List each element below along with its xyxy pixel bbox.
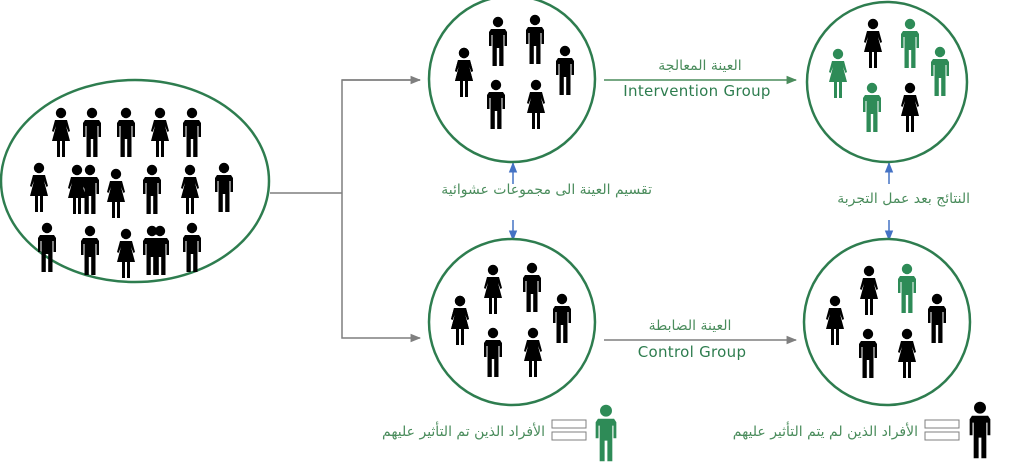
legend [551, 419, 960, 441]
connectors [270, 75, 894, 340]
people-figures [30, 14, 991, 462]
control-before-person [523, 262, 541, 312]
legend-unaffected-box-top [924, 419, 960, 429]
control-before-person [451, 295, 469, 345]
population-person [117, 228, 135, 278]
control-before-person [524, 327, 542, 377]
population-person [215, 162, 233, 212]
population-person [151, 107, 169, 157]
control-after-person [928, 293, 946, 343]
intervention-label-en: Intervention Group [623, 82, 771, 100]
random-split-label: تقسيم العينة الى مجموعات عشوائية [441, 182, 652, 198]
intervention-before-person [527, 79, 545, 129]
intervention-before-circle [427, 0, 597, 164]
population-person [107, 168, 125, 218]
legend-affected-box-bottom [551, 431, 587, 441]
control-label-en: Control Group [637, 343, 747, 361]
population-person [183, 107, 201, 157]
intervention-before-person [526, 14, 544, 64]
control-before-circle [427, 237, 597, 407]
legend-unaffected-person-icon [969, 401, 991, 459]
control-after-person [860, 265, 878, 315]
population-person [52, 107, 70, 157]
intervention-after-circle [805, 0, 969, 164]
intervention-before-person [455, 47, 473, 97]
intervention-after-person-affected [901, 18, 919, 68]
intervention-before-person [487, 79, 505, 129]
intervention-after-person-affected [829, 48, 847, 98]
intervention-after-person [901, 82, 919, 132]
split-connector [270, 79, 420, 338]
population-person [83, 107, 101, 157]
legend-affected-person-icon [595, 404, 617, 462]
intervention-after-person [864, 18, 882, 68]
intervention-before-person [556, 45, 574, 95]
legend-affected-box-top [551, 419, 587, 429]
population-person [143, 164, 161, 214]
population-person [30, 162, 48, 212]
results-label: النتائج بعد عمل التجربة [837, 191, 970, 207]
intervention-after-person-affected [863, 82, 881, 132]
population-person [81, 225, 99, 275]
population-person [183, 222, 201, 272]
control-after-circle [802, 237, 972, 407]
legend-unaffected-box-bottom [924, 431, 960, 441]
legend-affected-label: الأفراد الذين تم التأثير عليهم [382, 424, 545, 440]
population-person [81, 164, 99, 214]
control-after-person [826, 295, 844, 345]
population-person [143, 225, 161, 275]
control-after-person-affected [898, 263, 916, 313]
group-circles [0, 0, 972, 407]
control-before-person [484, 327, 502, 377]
population-person [181, 164, 199, 214]
control-before-person [484, 264, 502, 314]
control-before-person [553, 293, 571, 343]
legend-unaffected-label: الأفراد الذين لم يتم التأثير عليهم [732, 424, 918, 440]
intervention-before-person [489, 16, 507, 66]
control-after-person [859, 328, 877, 378]
intervention-after-person-affected [931, 46, 949, 96]
control-label-ar: العينة الضابطة [648, 318, 732, 334]
control-after-person [898, 328, 916, 378]
population-person [38, 222, 56, 272]
intervention-label-ar: العينة المعالجة [658, 58, 742, 74]
population-person [117, 107, 135, 157]
